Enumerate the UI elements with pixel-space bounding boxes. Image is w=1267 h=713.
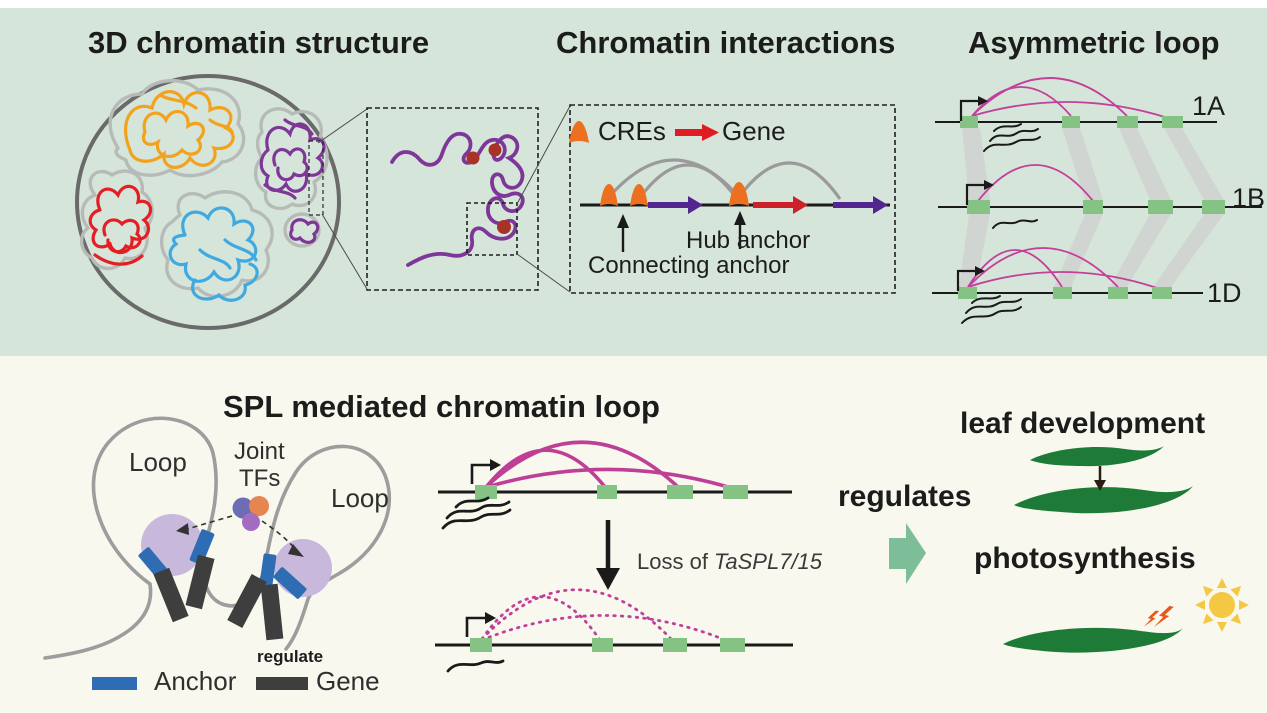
nucleus	[75, 74, 341, 330]
cre-peak-icon	[569, 121, 589, 143]
loop-model	[43, 416, 392, 690]
chromosome-territory-purple	[259, 118, 326, 244]
anchor-legend-label: Anchor	[154, 666, 237, 696]
panel-asymmetric-title: Asymmetric loop	[968, 25, 1220, 60]
joint-tfs-label-line1: Joint	[234, 438, 285, 465]
chromatin-fiber	[390, 131, 525, 267]
solid-loop-arcs	[485, 440, 736, 491]
gene-legend-label-bottom: Gene	[316, 666, 380, 696]
loop-arcs	[967, 77, 1169, 290]
loop-label-right: Loop	[331, 483, 389, 513]
chromosome-label-1a: 1A	[1192, 91, 1226, 121]
anchor-boxes-weak	[470, 638, 745, 652]
cre-peaks	[600, 182, 749, 206]
outcome-graphics	[889, 446, 1249, 653]
tf-binding-arrows	[187, 515, 297, 551]
photosynthesis-label: photosynthesis	[974, 542, 1196, 575]
hub-anchor-label: Hub anchor	[686, 227, 811, 254]
territory-outlines	[80, 78, 329, 299]
transcript-squiggles	[961, 123, 1041, 324]
joint-tfs-label-line2: TFs	[239, 465, 281, 492]
chromatin-strand	[43, 416, 392, 660]
regulates-label: regulates	[838, 480, 972, 513]
zoomed-chromatin-box	[317, 105, 571, 293]
loop-diagrams	[435, 440, 793, 673]
transcript-low	[446, 659, 505, 673]
dotted-loop-arcs	[480, 588, 732, 644]
loss-gene-name: TaSPL7/15	[713, 549, 822, 574]
promoter-arrow-weak	[465, 616, 485, 637]
promoter-arrows	[956, 99, 984, 291]
interactions-panel	[569, 104, 896, 294]
leaf-icons	[1003, 446, 1193, 653]
anchor-boxes-intact	[475, 485, 748, 499]
zoom-source-marker	[308, 140, 324, 216]
gene-rects	[153, 554, 284, 641]
interaction-arcs	[607, 158, 842, 200]
panel-3d-title: 3D chromatin structure	[88, 25, 430, 60]
regulate-label: regulate	[257, 647, 324, 666]
promoter-arrow-intact	[470, 463, 490, 484]
interaction-dots	[466, 143, 511, 234]
spl-panel-title: SPL mediated chromatin loop	[223, 389, 660, 424]
leaf-development-label: leaf development	[960, 407, 1206, 440]
loop-label-left: Loop	[129, 447, 187, 477]
panel-interactions-title: Chromatin interactions	[556, 25, 896, 60]
chromosome-territory-blue	[168, 206, 259, 302]
gene-arrow-icon	[675, 124, 719, 141]
transcripts-high	[441, 496, 512, 530]
gene-legend-label-top: Gene	[722, 116, 786, 146]
chromosome-territory-orange	[124, 90, 235, 169]
gene-arrows	[648, 196, 888, 214]
chromosome-label-1b: 1B	[1232, 183, 1266, 213]
anchor-boxes	[958, 116, 1225, 299]
gene-legend-swatch	[256, 677, 308, 690]
lightning-icons	[1143, 605, 1174, 627]
connecting-anchor-label: Connecting anchor	[588, 252, 790, 279]
homology-bands	[959, 128, 1224, 287]
joint-tf-circles	[232, 496, 269, 531]
asymmetric-panel	[932, 77, 1262, 324]
sun-icon	[1195, 578, 1249, 632]
anchor-legend-swatch	[92, 677, 137, 690]
loss-prefix: Loss of	[637, 549, 708, 574]
anchor-pointer-arrows	[621, 223, 742, 252]
chromosome-territory-red	[88, 184, 153, 266]
cres-legend-label: CREs	[598, 116, 666, 146]
regulates-arrow-icon	[889, 523, 926, 584]
chromosome-label-1d: 1D	[1207, 278, 1242, 308]
